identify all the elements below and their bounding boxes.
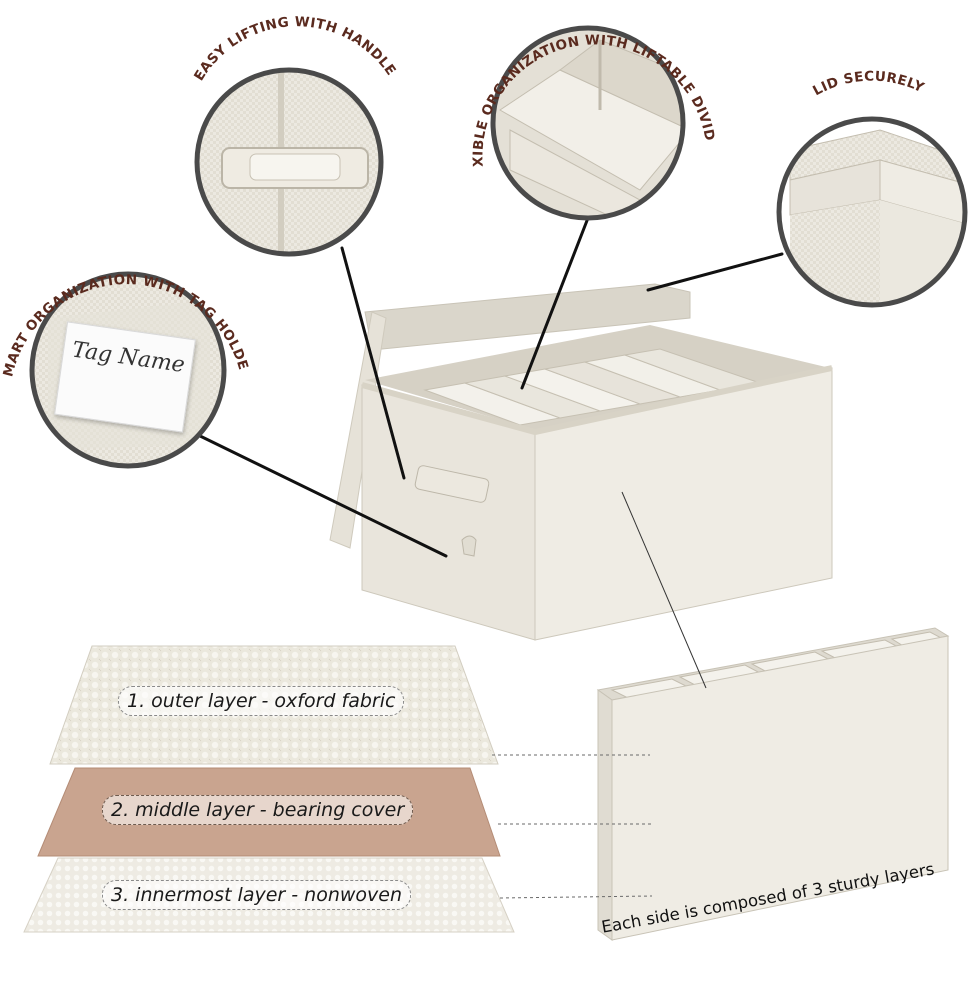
side-panel	[596, 627, 950, 941]
tag-name-text: Tag Name	[70, 337, 187, 379]
panel-leader-line	[621, 491, 707, 689]
callout-circle-lid	[776, 116, 968, 308]
callout-circle-handle	[194, 67, 384, 257]
tag-card: Tag Name	[54, 321, 196, 433]
layer-label-outer: 1. outer layer - oxford fabric	[118, 686, 405, 716]
layer-label-inner: 3. innermost layer - nonwoven	[102, 880, 412, 910]
layer-label-middle: 2. middle layer - bearing cover	[102, 795, 414, 825]
storage-box	[329, 283, 833, 641]
callout-circle-dividers	[490, 25, 686, 221]
layer-leader-lines	[492, 754, 653, 899]
callout-title-lid: LID SECURELY	[810, 69, 926, 100]
callout-leader-lines	[194, 216, 784, 558]
